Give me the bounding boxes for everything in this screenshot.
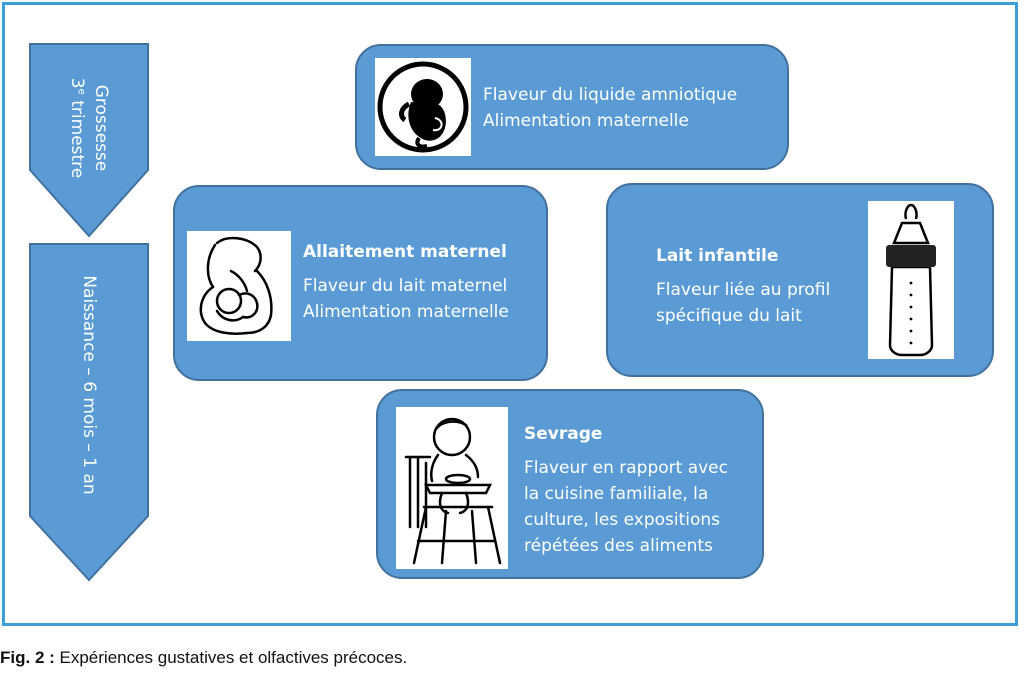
formula-line-2: spécifique du lait [656, 306, 802, 326]
weaning-box: Sevrage Flaveur en rapport avec la cuisi… [376, 389, 764, 579]
breastfeeding-line-2: Alimentation maternelle [303, 302, 509, 322]
caption-label: Fig. 2 : [0, 648, 55, 667]
pregnancy-stage-label: Grossesse 3e trimestre [65, 78, 113, 178]
weaning-line-4: répétées des aliments [524, 536, 713, 556]
weaning-line-1: Flaveur en rapport avec [524, 458, 728, 478]
baby-high-chair-icon [396, 407, 508, 569]
pregnancy-label-line1: Grossesse [91, 84, 111, 172]
amniotic-line-1: Flaveur du liquide amniotique [483, 85, 738, 105]
formula-text: Lait infantile Flaveur liée au profil sp… [656, 243, 830, 329]
fetus-icon [375, 58, 471, 156]
caption-text: Expériences gustatives et olfactives pré… [54, 648, 408, 667]
weaning-line-2: la cuisine familiale, la [524, 484, 709, 504]
amniotic-text: Flaveur du liquide amniotique Alimentati… [483, 82, 737, 134]
pregnancy-label-line2: 3e trimestre [67, 77, 87, 179]
amniotic-box: Flaveur du liquide amniotique Alimentati… [355, 44, 789, 170]
weaning-title: Sevrage [524, 424, 603, 444]
postnatal-stage-label: Naissance – 6 mois – 1 an [79, 275, 99, 495]
formula-line-1: Flaveur liée au profil [656, 280, 831, 300]
breastfeeding-line-1: Flaveur du lait maternel [303, 276, 508, 296]
postnatal-arrow [29, 243, 149, 582]
pregnancy-arrow [29, 43, 149, 238]
breastfeeding-box: Allaitement maternel Flaveur du lait mat… [173, 185, 548, 381]
baby-bottle-icon [868, 201, 954, 359]
figure-caption: Fig. 2 : Expériences gustatives et olfac… [0, 648, 407, 668]
formula-title: Lait infantile [656, 246, 779, 266]
weaning-line-3: culture, les expositions [524, 510, 721, 530]
breastfeeding-text: Allaitement maternel Flaveur du lait mat… [303, 239, 509, 325]
breastfeeding-title: Allaitement maternel [303, 242, 507, 262]
weaning-text: Sevrage Flaveur en rapport avec la cuisi… [524, 421, 728, 559]
formula-box: Lait infantile Flaveur liée au profil sp… [606, 183, 994, 377]
timeline-arrows [29, 43, 149, 582]
breastfeeding-icon [187, 231, 291, 341]
amniotic-line-2: Alimentation maternelle [483, 111, 689, 131]
